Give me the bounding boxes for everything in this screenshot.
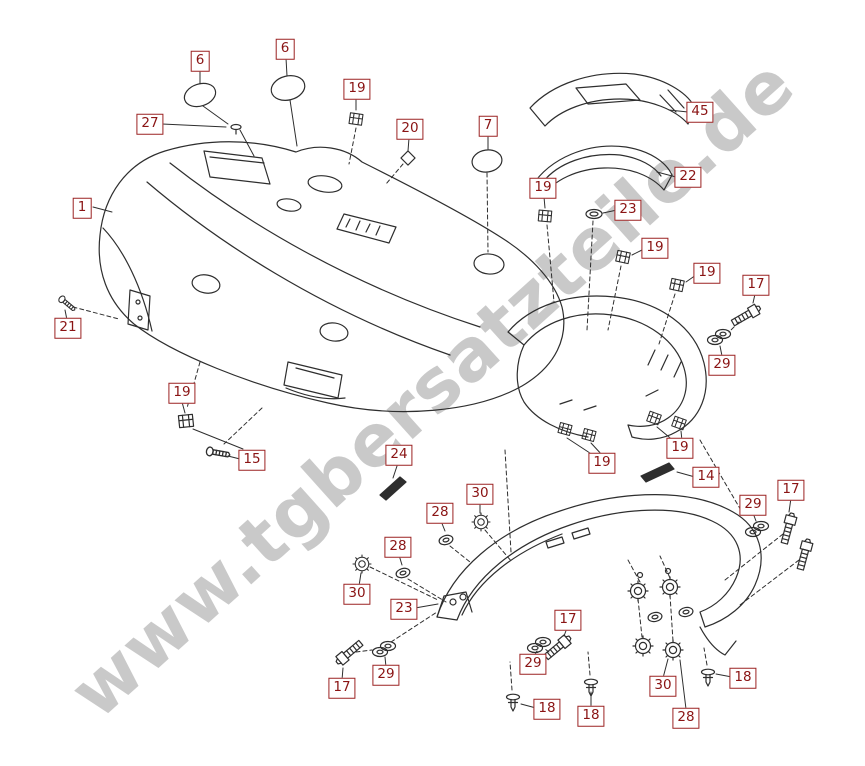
part-23-lower-fender: [436, 494, 762, 656]
part-callout-7: 7: [478, 115, 498, 137]
part-callout-14: 14: [692, 466, 720, 488]
part-callout-23: 23: [614, 199, 642, 221]
part-6-ellipse-left: [183, 82, 217, 108]
part-callout-45: 45: [686, 101, 714, 123]
part-callout-17: 17: [742, 274, 770, 296]
part-callout-29: 29: [708, 354, 736, 376]
part-callout-19: 19: [641, 237, 669, 259]
part-callout-30: 30: [649, 675, 677, 697]
part-callout-18: 18: [533, 698, 561, 720]
part-callout-19: 19: [588, 452, 616, 474]
part-callout-27: 27: [136, 113, 164, 135]
part-callout-24: 24: [385, 444, 413, 466]
part-callout-19: 19: [693, 262, 721, 284]
part-callout-28: 28: [384, 536, 412, 558]
part-callout-23: 23: [390, 598, 418, 620]
part-20-clip: [400, 150, 416, 166]
part-22-panel: [531, 145, 673, 197]
part-callout-19: 19: [529, 177, 557, 199]
part-callout-20: 20: [396, 118, 424, 140]
part-callout-18: 18: [729, 667, 757, 689]
part-upper-fender: [507, 295, 707, 440]
part-callout-21: 21: [54, 317, 82, 339]
part-callout-22: 22: [674, 166, 702, 188]
part-7-ellipse: [471, 149, 503, 173]
strip-14: [640, 462, 675, 483]
part-callout-6: 6: [275, 38, 295, 60]
part-callout-6: 6: [190, 50, 210, 72]
strip-24: [379, 476, 407, 501]
part-callout-15: 15: [238, 449, 266, 471]
part-callout-19: 19: [666, 437, 694, 459]
part-callout-30: 30: [343, 583, 371, 605]
part-callout-17: 17: [328, 677, 356, 699]
part-callout-29: 29: [739, 494, 767, 516]
part-callout-29: 29: [519, 653, 547, 675]
part-23-ring: [585, 208, 603, 220]
part-callout-1: 1: [72, 197, 92, 219]
part-27-cap: [230, 123, 242, 135]
part-callout-28: 28: [426, 502, 454, 524]
part-callout-17: 17: [554, 609, 582, 631]
part-callout-19: 19: [168, 382, 196, 404]
part-callout-28: 28: [672, 707, 700, 729]
part-callout-30: 30: [466, 483, 494, 505]
part-callout-17: 17: [777, 479, 805, 501]
part-6-ellipse-right: [270, 75, 306, 101]
part-callout-19: 19: [343, 78, 371, 100]
part-callout-18: 18: [577, 705, 605, 727]
part-1-hood: [98, 141, 565, 413]
part-callout-29: 29: [372, 664, 400, 686]
